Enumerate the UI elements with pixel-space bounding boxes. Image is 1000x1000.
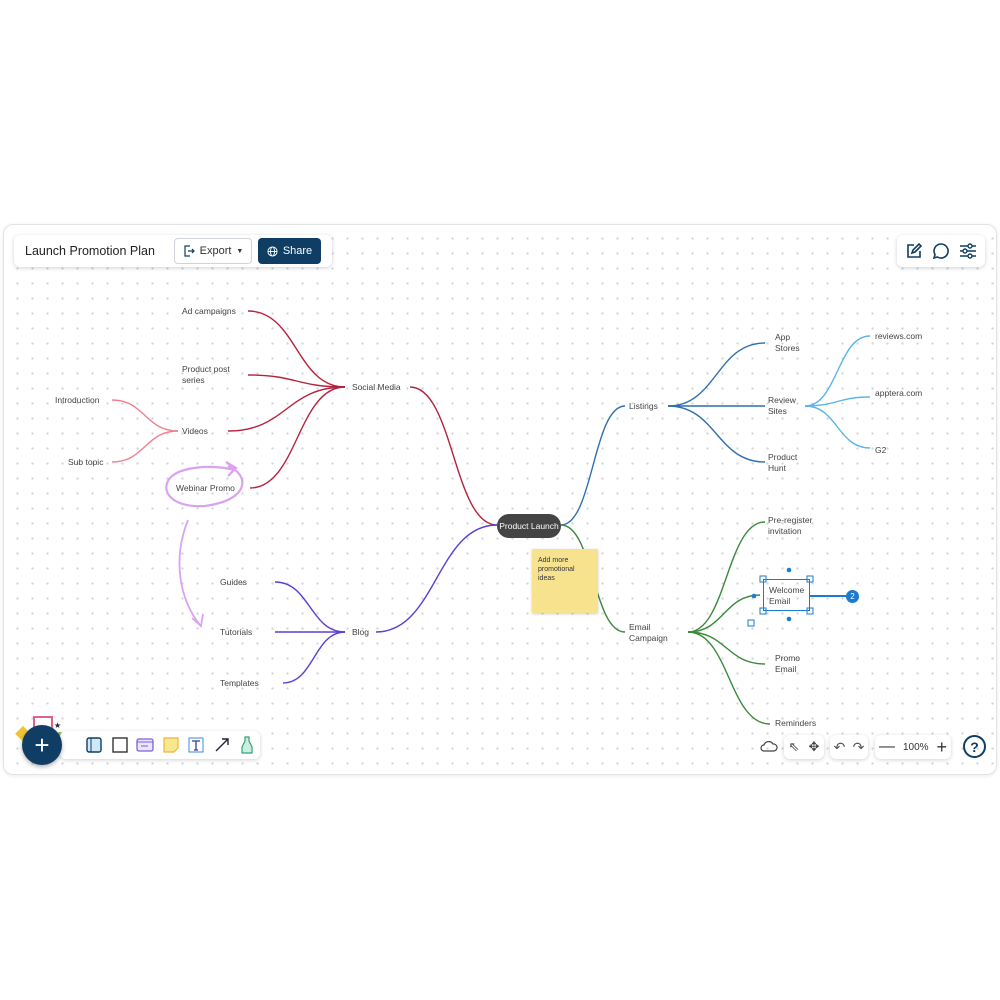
node-sub-topic[interactable]: Sub topic [68, 457, 104, 467]
node-app-stores[interactable]: App Stores [775, 332, 800, 353]
connector-blog [274, 581, 346, 633]
pen-icon[interactable] [236, 734, 258, 756]
node-pre-register-invitation[interactable]: Pre-register invitation [768, 515, 813, 536]
zoom-level[interactable]: 100% [902, 741, 929, 753]
chevron-down-icon: ▼ [236, 247, 244, 255]
connector-videos [111, 399, 179, 432]
help-button[interactable]: ? [963, 735, 986, 758]
node-listings[interactable]: Listings [629, 401, 658, 411]
node-g2[interactable]: G2 [875, 445, 887, 455]
connection-point[interactable] [786, 567, 792, 573]
comment-icon[interactable] [932, 242, 950, 260]
node-review-sites[interactable]: Review Sites [768, 395, 796, 416]
connector-videos [111, 430, 179, 463]
node-introduction[interactable]: Introduction [55, 395, 100, 405]
connector-reviews [804, 335, 871, 407]
connector-blog-center [375, 524, 498, 633]
connection-point[interactable] [786, 616, 792, 622]
connector-email [687, 631, 766, 665]
connector-reviews [804, 396, 871, 407]
select-pan-group: ⇖ ✥ [784, 735, 824, 759]
card-icon[interactable] [134, 734, 156, 756]
zoom-out-icon[interactable]: — [878, 738, 895, 755]
board-title[interactable]: Launch Promotion Plan [25, 244, 155, 258]
node-reminders[interactable]: Reminders [775, 718, 817, 728]
cloud-saved-icon [760, 741, 778, 752]
whiteboard-canvas[interactable] [3, 224, 997, 775]
zoom-in-icon[interactable]: + [936, 736, 948, 757]
node-templates[interactable]: Templates [220, 678, 259, 688]
pan-move-icon[interactable]: ✥ [808, 739, 820, 754]
node-product-hunt[interactable]: Product Hunt [768, 452, 798, 473]
node-apptera-com[interactable]: apptera.com [875, 388, 923, 398]
connector-email [687, 631, 771, 725]
undo-icon[interactable]: ↶ [833, 738, 846, 755]
node-social-media[interactable]: Social Media [352, 382, 401, 392]
template-icon[interactable] [83, 734, 105, 756]
connector-email [687, 521, 766, 633]
share-button[interactable]: Share [258, 238, 321, 264]
node-product-post-series[interactable]: Product post series [182, 364, 230, 385]
sticky-note[interactable]: Add more promotional ideas [532, 549, 598, 613]
sticky-note-icon[interactable] [160, 734, 182, 756]
export-button[interactable]: Export ▼ [174, 238, 252, 264]
connector-listings [667, 342, 766, 407]
globe-icon [267, 245, 278, 257]
connector-email [687, 594, 761, 633]
resize-handle[interactable] [747, 619, 755, 627]
node-welcome-email-selected[interactable]: Welcome Email [763, 579, 810, 611]
settings-sliders-icon[interactable] [959, 242, 977, 260]
node-product-launch[interactable]: Product Launch [497, 514, 561, 538]
zoom-controls: — 100% + [875, 735, 951, 759]
node-blog[interactable]: Blog [352, 627, 370, 637]
rectangle-icon[interactable] [109, 734, 131, 756]
node-promo-email[interactable]: Promo Email [775, 653, 801, 674]
connector-social [227, 386, 346, 432]
selection-count-badge[interactable]: 2 [846, 590, 859, 603]
undo-redo-group: ↶ ↷ [830, 735, 868, 759]
connector-social [249, 386, 346, 489]
hand-drawn-circle[interactable] [165, 461, 244, 508]
node-email-campaign[interactable]: Email Campaign [629, 622, 668, 643]
resize-handle[interactable] [806, 607, 814, 615]
connector-blog [282, 631, 346, 684]
arrow-icon[interactable] [211, 734, 233, 756]
creation-toolbar [60, 731, 260, 759]
export-icon [184, 245, 195, 257]
edit-icon[interactable] [905, 242, 923, 260]
export-label: Export [199, 245, 232, 257]
connector-social [247, 374, 346, 388]
title-bar: Launch Promotion Plan Export ▼ Share [14, 235, 332, 267]
connector-reviews [804, 405, 871, 449]
connector-social-center [409, 386, 498, 526]
connector-social [247, 310, 346, 388]
node-tutorials[interactable]: Tutorials [220, 627, 253, 637]
connector-listings [667, 405, 766, 463]
text-icon[interactable] [185, 734, 207, 756]
share-label: Share [282, 245, 313, 257]
add-button[interactable]: + [22, 725, 62, 765]
node-guides[interactable]: Guides [220, 577, 247, 587]
node-videos[interactable]: Videos [182, 426, 208, 436]
node-reviews-com[interactable]: reviews.com [875, 331, 923, 341]
hand-drawn-arrow[interactable] [178, 519, 204, 628]
select-cursor-icon[interactable]: ⇖ [788, 739, 800, 754]
svg-text:★: ★ [54, 721, 61, 730]
connection-point[interactable] [751, 593, 757, 599]
right-toolbar [897, 235, 985, 267]
node-webinar-promo[interactable]: Webinar Promo [176, 483, 235, 493]
node-ad-campaigns[interactable]: Ad campaigns [182, 306, 236, 316]
redo-icon[interactable]: ↷ [852, 738, 865, 755]
connector-listings-center [560, 405, 626, 526]
